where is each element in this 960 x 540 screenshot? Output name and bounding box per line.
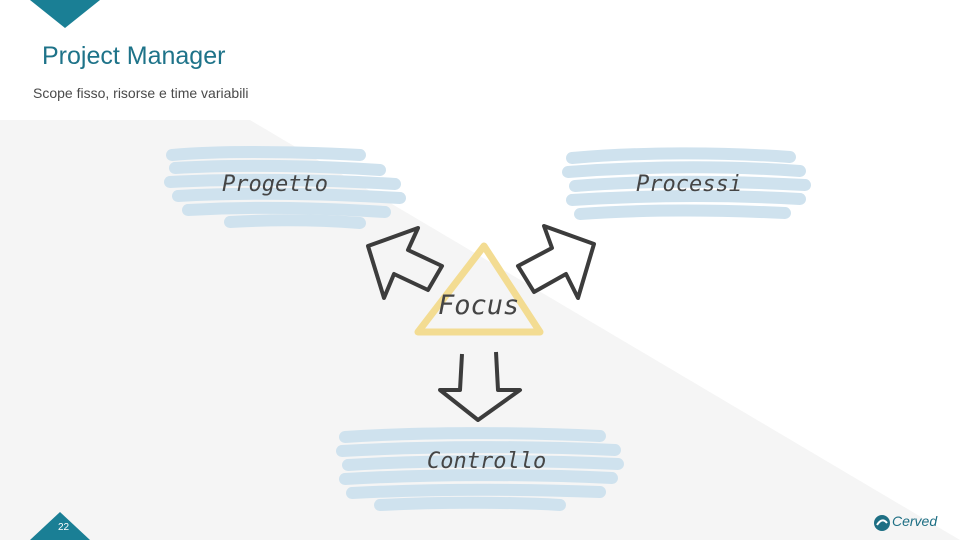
page-number-tab	[30, 512, 90, 540]
controllo-bubble	[336, 427, 624, 511]
arrow-up-right-icon	[516, 224, 596, 300]
page-title: Project Manager	[42, 42, 226, 70]
cerved-logo-icon	[874, 515, 890, 531]
page-number: 22	[58, 522, 70, 533]
page-subtitle: Scope fisso, risorse e time variabili	[33, 85, 249, 101]
node-label-controllo: Controllo	[427, 449, 547, 474]
processi-bubble	[562, 147, 811, 220]
node-label-progetto: Progetto	[222, 172, 328, 197]
arrow-down-icon	[438, 351, 522, 422]
arrow-up-left-icon	[366, 226, 444, 300]
logo-text: Cerved	[892, 513, 938, 529]
node-label-processi: Processi	[636, 172, 742, 197]
center-label-focus: Focus	[438, 290, 520, 321]
top-tab-marker	[30, 0, 100, 28]
progetto-bubble	[164, 145, 406, 229]
